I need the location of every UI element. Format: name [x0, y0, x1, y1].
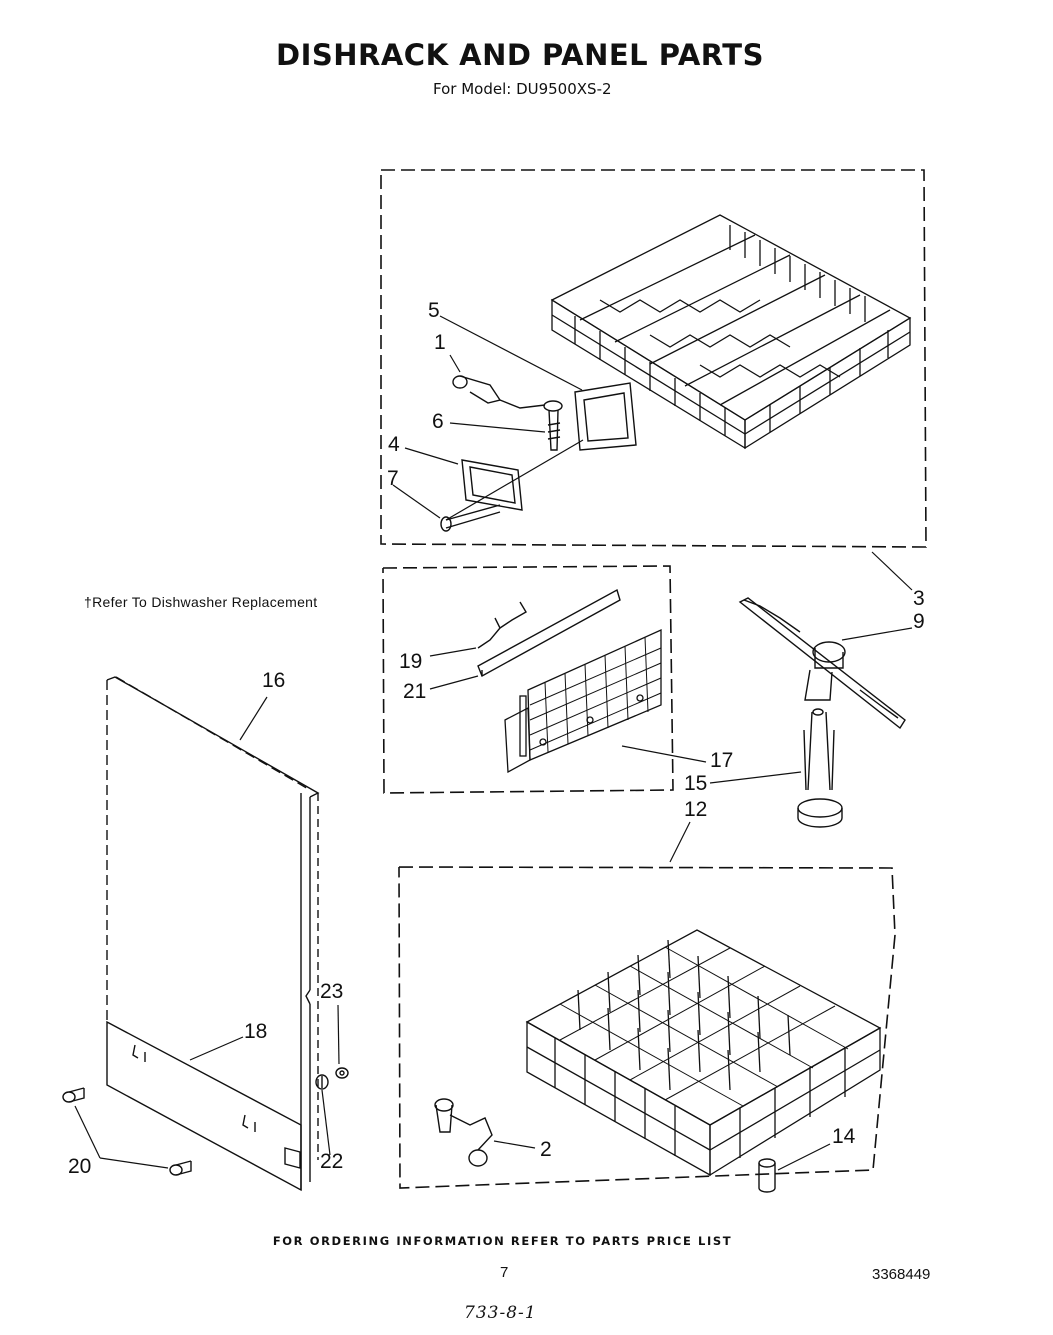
model-subtitle: For Model: DU9500XS-2 — [433, 80, 612, 98]
callout-22: 22 — [320, 1150, 344, 1173]
callout-12: 12 — [684, 798, 708, 821]
lower-rack-side-wires — [554, 1038, 846, 1158]
screws — [62, 1067, 349, 1176]
cup-shelf-tines — [729, 225, 866, 322]
door-panel — [106, 676, 320, 1190]
callout-2: 2 — [540, 1138, 552, 1161]
callout-23: 23 — [320, 980, 344, 1003]
filter-retainer-strip — [477, 588, 621, 677]
callout-20: 20 — [68, 1155, 92, 1178]
upper-dishrack — [550, 214, 912, 450]
callout-5: 5 — [428, 299, 440, 322]
callout-16: 16 — [262, 669, 286, 692]
spray-arm-hub — [797, 711, 843, 828]
page-title: DISHRACK AND PANEL PARTS — [276, 38, 764, 72]
page-number: 7 — [500, 1264, 509, 1281]
upper-rack-side-wires — [574, 316, 889, 436]
access-panel — [106, 1020, 302, 1192]
filter-group-box — [382, 565, 674, 794]
callout-3: 3 — [913, 587, 925, 610]
callout-6: 6 — [432, 410, 444, 433]
callout-7: 7 — [387, 467, 399, 490]
callout-1: 1 — [434, 331, 446, 354]
spray-arm — [738, 597, 906, 730]
lower-rack-tines — [577, 939, 791, 1091]
filter-screen — [504, 628, 662, 774]
callout-19: 19 — [399, 650, 423, 673]
rack-roller — [434, 1098, 493, 1167]
callout-9: 9 — [913, 610, 925, 633]
replacement-note: †Refer To Dishwasher Replacement — [84, 594, 318, 610]
callout-21: 21 — [403, 680, 427, 703]
upper-rack-group-box — [380, 169, 927, 548]
callout-leaders — [74, 315, 913, 1171]
lower-dishrack — [525, 929, 882, 1177]
handwritten-code: 733-8-1 — [464, 1303, 537, 1323]
clip — [477, 601, 527, 649]
rack-adjuster-parts — [440, 375, 637, 532]
callout-15: 15 — [684, 772, 708, 795]
ordering-info: FOR ORDERING INFORMATION REFER TO PARTS … — [272, 1234, 733, 1248]
callout-18: 18 — [244, 1020, 268, 1043]
callout-14: 14 — [832, 1125, 856, 1148]
callout-17: 17 — [710, 749, 734, 772]
spacer — [758, 1158, 776, 1193]
callout-4: 4 — [388, 433, 400, 456]
lower-rack-group-box — [398, 866, 896, 1189]
document-number: 3368449 — [872, 1266, 931, 1283]
